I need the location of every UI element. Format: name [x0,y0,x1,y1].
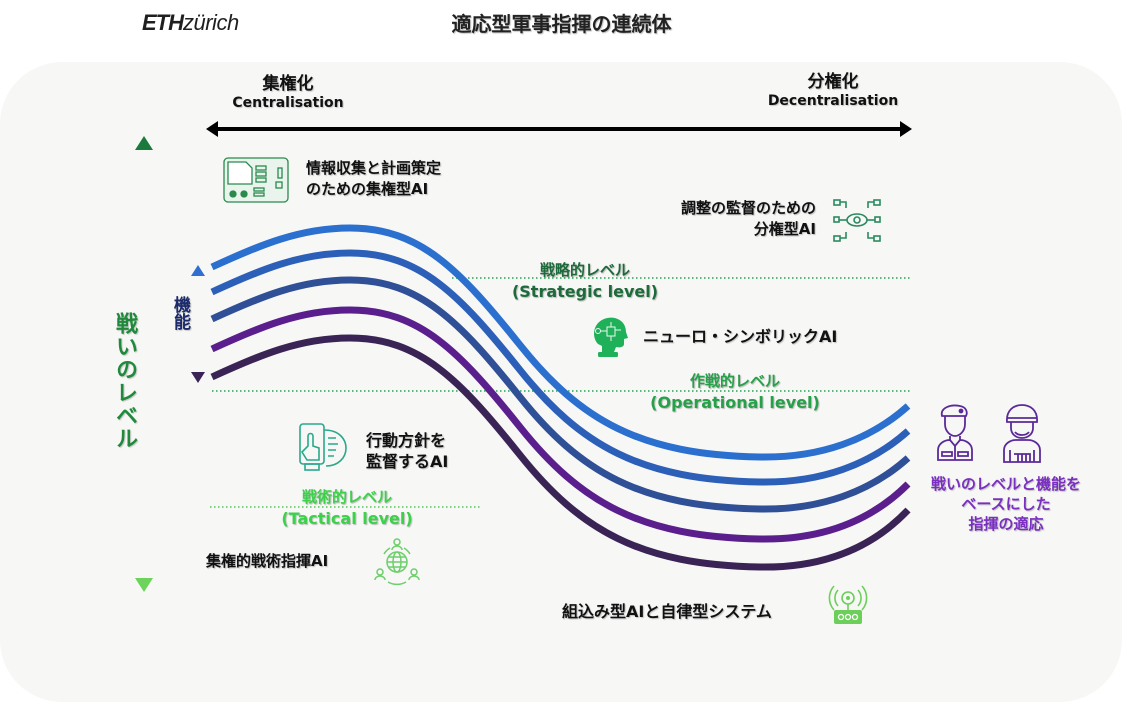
operational-level-label: 作戦的レベル (Operational level) [630,371,840,413]
soldier-helmet-icon [1003,404,1041,463]
adaptation-line3: 指揮の適応 [968,515,1044,533]
continuum-curve-1 [210,224,911,461]
ai-head-icon [594,317,628,357]
soldier-beret-icon [937,404,973,461]
course-of-action-line1: 行動方針を [366,431,447,450]
centralized-ai-label: 情報収集と計画策定 のための集権型AI [306,158,441,200]
tactical-level-jp: 戦術的レベル [301,488,392,506]
decentralized-ai-label: 調整の監督のための 分権型AI [630,198,816,240]
decentralized-ai-line2: 分権型AI [753,220,816,238]
levels-axis-arrow [135,136,153,592]
diagram-panel [0,62,1122,702]
neuro-symbolic-ai-label: ニューロ・シンボリックAI [643,327,838,346]
logo-light-text: zürich [183,10,239,35]
logo-bold-text: ETH [142,10,184,35]
arrowhead-left-icon [206,121,218,137]
decentralisation-label: 分権化 Decentralisation [752,72,914,110]
globe-people-icon [374,538,420,586]
continuum-curve-4 [210,306,911,543]
arrowhead-up-icon [135,136,153,150]
strategic-level-jp: 戦略的レベル [539,261,630,279]
diagram-graphics [135,121,1041,624]
centralisation-axis-arrow [206,121,912,137]
eth-zurich-logo: ETHzürich [142,10,239,36]
operational-level-jp: 作戦的レベル [689,372,780,390]
arrowhead-right-icon [900,121,912,137]
decentralisation-jp: 分権化 [807,72,859,92]
operational-level-en: (Operational level) [650,393,820,412]
arrowhead-down-icon [135,578,153,592]
tactical-level-en: (Tactical level) [281,509,413,528]
page-title: 適応型軍事指揮の連続体 [451,12,672,36]
centralisation-label: 集権化 Centralisation [218,74,358,112]
continuum-curve-5 [210,334,911,571]
strategic-level-label: 戦略的レベル (Strategic level) [490,260,680,302]
command-continuum-curves [210,224,911,571]
centralisation-en: Centralisation [232,95,344,111]
decentralized-ai-line1: 調整の監督のための [680,199,816,217]
tactical-command-ai-label: 集権的戦術指揮AI [206,552,329,570]
continuum-curve-2 [210,249,911,486]
iot-device-icon [828,585,868,624]
circuit-board-icon [223,157,289,203]
decentralisation-en: Decentralisation [767,93,899,109]
course-of-action-ai-label: 行動方針を 監督するAI [366,430,448,472]
command-adaptation-label: 戦いのレベルと機能を ベースにした 指揮の適応 [900,474,1112,534]
levels-of-war-label: 戦いのレベル [112,312,137,450]
course-of-action-line2: 監督するAI [366,452,449,471]
embedded-ai-label: 組込み型AIと自律型システム [562,602,772,621]
strategic-level-en: (Strategic level) [511,282,659,301]
function-label: 機能 [170,296,190,330]
centralized-ai-line1: 情報収集と計画策定 [306,159,442,177]
eye-network-icon [833,199,881,242]
touch-tablet-icon [299,423,347,471]
adaptation-line1: 戦いのレベルと機能を [930,475,1081,493]
tactical-level-label: 戦術的レベル (Tactical level) [262,487,432,529]
centralisation-jp: 集権化 [262,74,314,94]
centralized-ai-line2: のための集権型AI [306,180,429,198]
function-axis-arrow [191,265,205,383]
continuum-curve-3 [210,276,911,513]
adaptation-line2: ベースにした [961,495,1051,513]
